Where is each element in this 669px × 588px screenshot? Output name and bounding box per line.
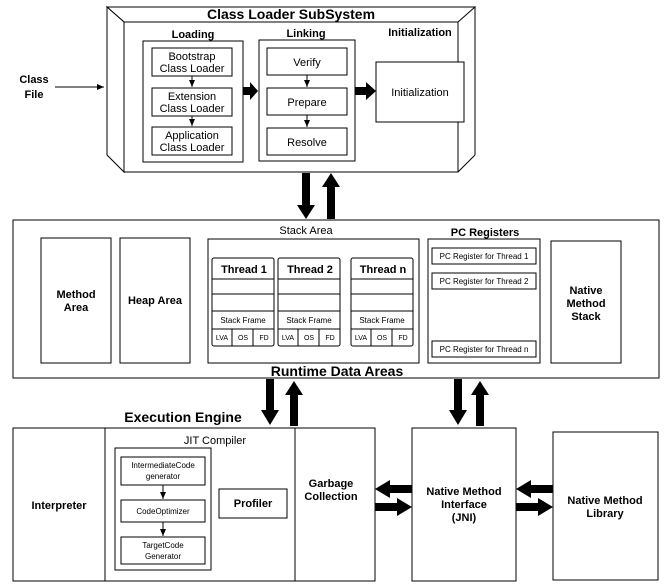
optimizer-label: CodeOptimizer — [136, 507, 190, 516]
class-loader-3d-left — [106, 5, 125, 174]
target-label-2: Generator — [145, 552, 181, 561]
linking-to-initialization-arrow — [355, 82, 376, 100]
method-area — [40, 237, 112, 364]
extension-label-2: Class Loader — [160, 103, 225, 115]
extension-label-1: Extension — [168, 91, 216, 103]
pc-register-item — [431, 247, 537, 265]
fd-cell: FD — [259, 335, 268, 342]
thread-box — [211, 257, 275, 347]
resolve-box — [266, 127, 348, 156]
native-method-interface — [411, 427, 517, 582]
profiler-label: Profiler — [234, 498, 273, 510]
resolve-label: Resolve — [287, 137, 327, 149]
native-stack-label-3: Stack — [571, 311, 601, 323]
stack-frame-label: Stack Frame — [359, 316, 405, 325]
bootstrap-label-2: Class Loader — [160, 63, 225, 75]
initialization-box-label: Initialization — [391, 87, 448, 99]
class-loader-subsystem: Class Loader SubSystem Loading Bootstrap… — [105, 5, 477, 174]
jit-compiler-label: JIT Compiler — [184, 435, 246, 447]
pc-register-label: PC Register for Thread 1 — [440, 252, 529, 261]
os-cell: OS — [377, 335, 387, 342]
verify-box — [266, 47, 348, 76]
pc-register-item — [431, 272, 537, 290]
class-loader-bottom-edge — [457, 154, 476, 173]
native-stack-label-1: Native — [569, 285, 602, 297]
heap-area — [119, 237, 191, 364]
thread-box — [277, 257, 341, 347]
intermediate-code-generator — [120, 456, 206, 486]
pc-register-label: PC Register for Thread n — [440, 345, 529, 354]
os-cell: OS — [304, 335, 314, 342]
jni-label-3: (JNI) — [452, 512, 477, 524]
gc-label-1: Garbage — [309, 478, 354, 490]
bootstrap-label-1: Bootstrap — [168, 51, 215, 63]
verify-label: Verify — [293, 57, 321, 69]
intermediate-label-2: generator — [146, 472, 181, 481]
thread-name: Thread 2 — [287, 264, 333, 276]
initialization-box — [375, 61, 465, 123]
stack-frame-label: Stack Frame — [286, 316, 332, 325]
jni-label-2: Interface — [441, 499, 487, 511]
library-label-2: Library — [586, 508, 624, 520]
application-class-loader — [151, 126, 233, 156]
thread-column: Thread 1 Stack Frame LVA OS FD — [211, 257, 275, 347]
lva-cell: LVA — [282, 335, 295, 342]
runtime-data-areas: Runtime Data Areas Method Area Heap Area… — [12, 219, 660, 379]
stack-frame-label: Stack Frame — [220, 316, 266, 325]
os-cell: OS — [238, 335, 248, 342]
loader-to-runtime-arrow — [297, 173, 315, 219]
method-area-label-2: Area — [64, 302, 89, 314]
prepare-label: Prepare — [287, 97, 326, 109]
stack-area-label: Stack Area — [279, 225, 333, 237]
pc-registers-label: PC Registers — [451, 227, 519, 239]
thread-name: Thread 1 — [221, 264, 267, 276]
loading-to-linking-arrow — [243, 82, 258, 100]
gc-label-2: Collection — [304, 491, 357, 503]
application-label-1: Application — [165, 130, 219, 142]
thread-column: Thread n Stack Frame LVA OS FD — [350, 257, 414, 347]
library-label-1: Native Method — [567, 495, 642, 507]
lva-cell: LVA — [216, 335, 229, 342]
jni-to-runtime-arrow — [471, 381, 489, 426]
linking-label: Linking — [286, 28, 325, 40]
jni-to-execution-arrow — [375, 480, 412, 498]
profiler-box — [218, 488, 288, 519]
target-code-generator — [120, 536, 206, 565]
interpreter-label: Interpreter — [31, 500, 87, 512]
fd-cell: FD — [398, 335, 407, 342]
jni-label-1: Native Method — [426, 486, 501, 498]
class-file-label-2: File — [25, 89, 44, 101]
pc-register-item — [431, 340, 537, 358]
runtime-to-jni-arrow — [449, 379, 467, 425]
thread-column: Thread 2 Stack Frame LVA OS FD — [277, 257, 341, 347]
initialization-label: Initialization — [388, 27, 452, 39]
application-label-2: Class Loader — [160, 142, 225, 154]
execution-engine: Execution Engine Interpreter JIT Compile… — [12, 409, 376, 582]
target-label-1: TargetCode — [142, 541, 184, 550]
method-area-label-1: Method — [56, 289, 95, 301]
runtime-to-execution-arrow — [261, 379, 279, 425]
execution-engine-title: Execution Engine — [124, 409, 242, 425]
class-loader-title: Class Loader SubSystem — [207, 6, 375, 22]
native-stack-label-2: Method — [566, 298, 605, 310]
runtime-data-areas-title: Runtime Data Areas — [271, 363, 404, 379]
jni-to-library-arrow — [516, 498, 553, 516]
heap-area-label: Heap Area — [128, 295, 183, 307]
thread-box — [350, 257, 414, 347]
runtime-to-loader-arrow — [322, 173, 340, 219]
execution-to-jni-arrow — [375, 498, 412, 516]
lva-cell: LVA — [355, 335, 368, 342]
native-method-stack — [550, 240, 622, 364]
loading-label: Loading — [172, 29, 215, 41]
library-to-jni-arrow — [516, 480, 553, 498]
fd-cell: FD — [325, 335, 334, 342]
intermediate-label-1: IntermediateCode — [131, 461, 195, 470]
execution-to-runtime-arrow — [285, 381, 303, 426]
class-file-label-1: Class — [19, 74, 48, 86]
pc-register-label: PC Register for Thread 2 — [440, 277, 529, 286]
native-method-library — [552, 431, 659, 581]
thread-name: Thread n — [360, 264, 407, 276]
prepare-box — [266, 87, 348, 116]
